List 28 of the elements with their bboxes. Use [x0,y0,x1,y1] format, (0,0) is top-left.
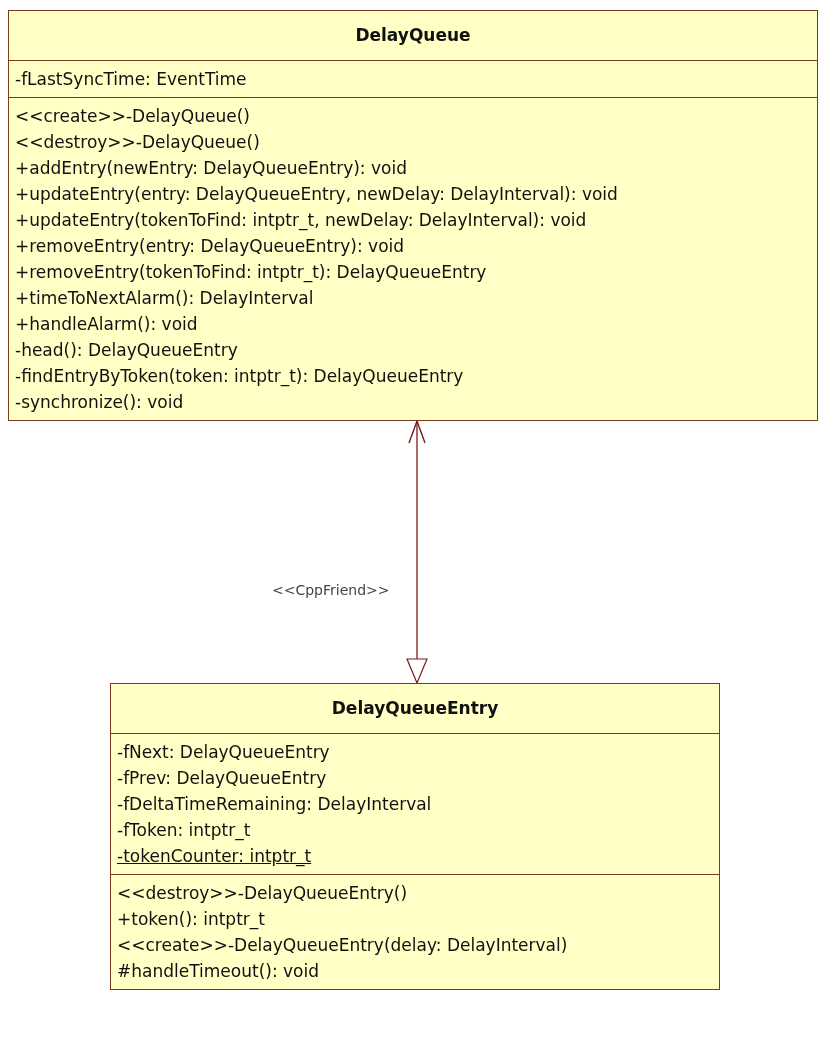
operation-text: -findEntryByToken(token: intptr_t): DelayQueueEntry [15,365,464,389]
attribute-text: -fNext: DelayQueueEntry [117,741,330,764]
class-name: DelayQueueEntry [331,696,499,720]
operation-text: -synchronize(): void [15,391,184,414]
class-name: DelayQueue [355,23,471,47]
association-arrow [406,420,428,684]
operation-text: #handleTimeout(): void [117,960,319,983]
operation-text: <<create>>-DelayQueueEntry(delay: DelayInterval) [117,934,568,957]
operation-text: +updateEntry(entry: DelayQueueEntry, newDelay: DelayInterval): void [15,183,618,206]
operation-text: +timeToNextAlarm(): DelayInterval [15,287,314,310]
operation-text: <<create>>-DelayQueue() [15,105,250,128]
operation-text: +handleAlarm(): void [15,313,198,336]
operation-text: +addEntry(newEntry: DelayQueueEntry): void [15,157,407,180]
class-box [8,10,818,421]
operation-text: +removeEntry(tokenToFind: intptr_t): DelayQueueEntry [15,261,487,285]
operation-text: +removeEntry(entry: DelayQueueEntry): void [15,235,405,258]
operation-text: <<destroy>>-DelayQueue() [15,131,260,154]
edge-label: <<CppFriend>> [271,581,391,599]
attribute-text: -fPrev: DelayQueueEntry [117,767,327,790]
attribute-text: -fToken: intptr_t [117,819,251,843]
operation-text: -head(): DelayQueueEntry [15,339,238,362]
attribute-text: -tokenCounter: intptr_t [117,845,312,869]
operation-text: +token(): intptr_t [117,908,265,932]
operation-text: +updateEntry(tokenToFind: intptr_t, newDelay: DelayInterval): void [15,209,587,233]
class-box [110,683,720,990]
attribute-text: -fLastSyncTime: EventTime [15,68,247,91]
operation-text: <<destroy>>-DelayQueueEntry() [117,882,408,905]
attribute-text: -fDeltaTimeRemaining: DelayInterval [117,793,432,816]
